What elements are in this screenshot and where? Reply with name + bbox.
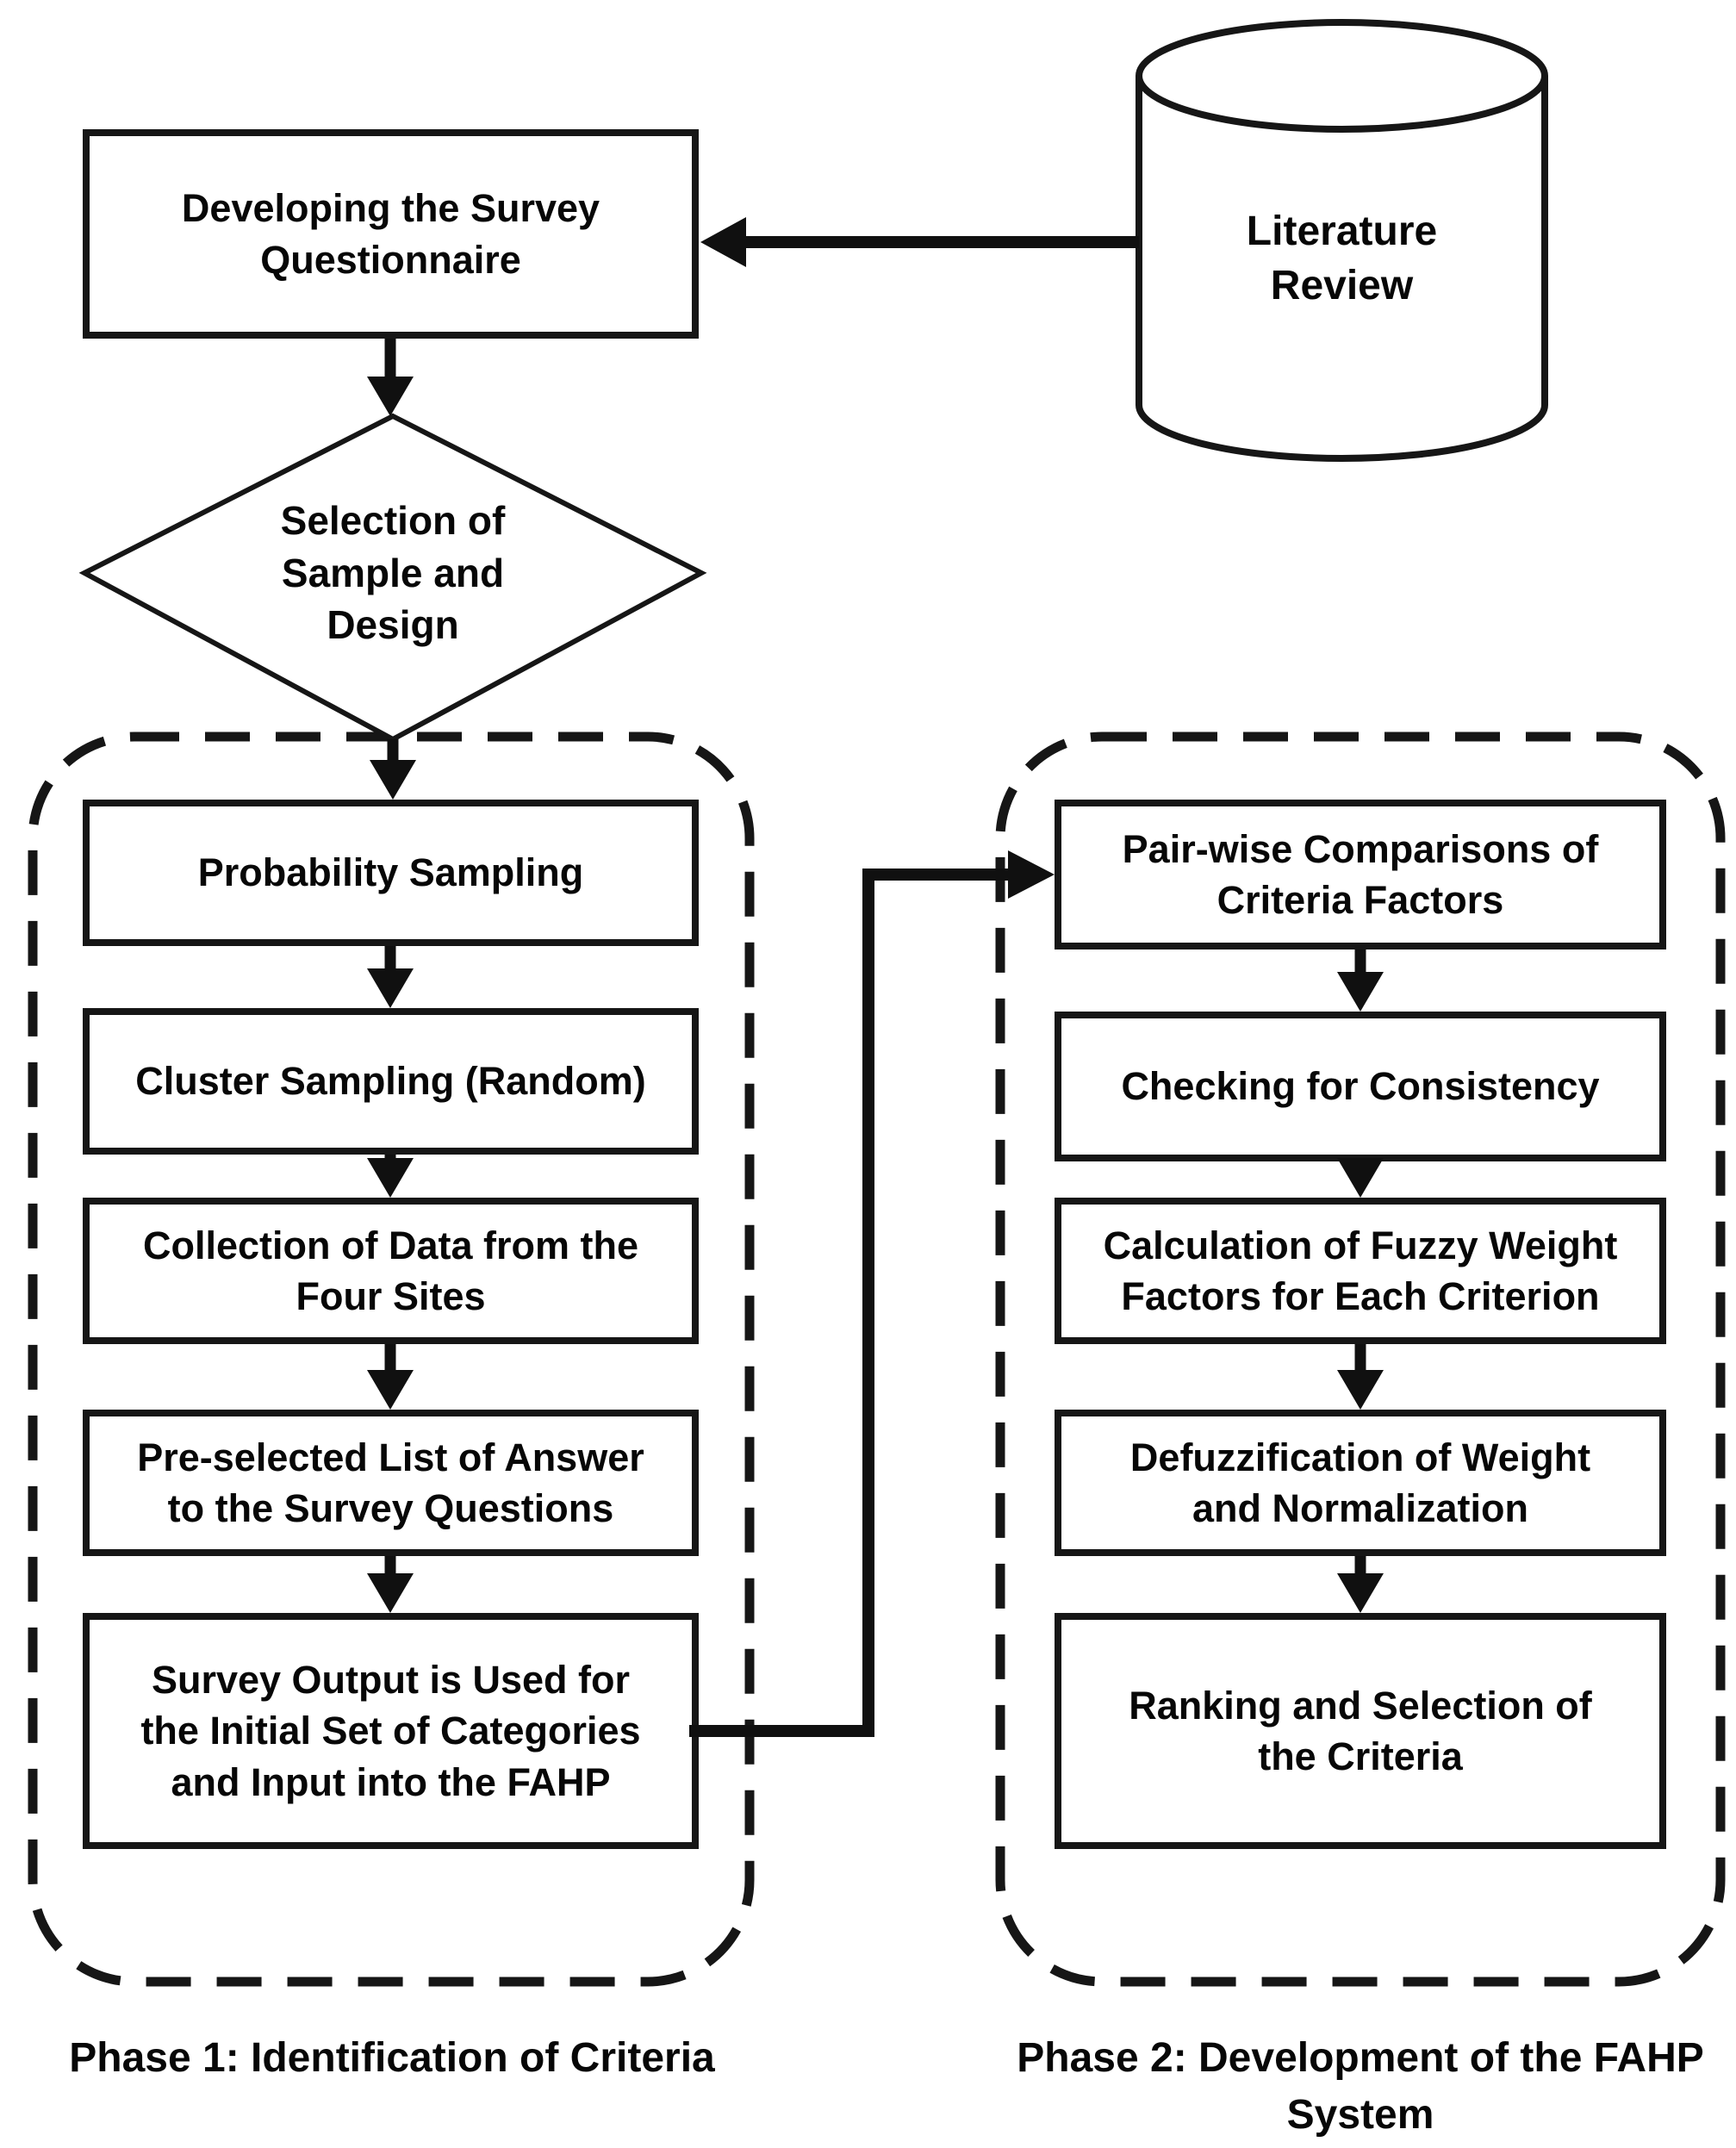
arrow-down-icon: [367, 1155, 414, 1198]
phase1-to-phase2-connector: [689, 850, 1055, 1737]
arrow-down-icon: [1337, 1556, 1384, 1613]
step-label: Pre-selected List of Answer to the Surve…: [137, 1435, 644, 1530]
arrow-down-icon: [1337, 1158, 1384, 1198]
phase2-caption-label: Phase 2: Development of the FAHP System: [1017, 2035, 1704, 2139]
develop-questionnaire-label: Developing the Survey Questionnaire: [181, 186, 600, 282]
selection-diamond-text: Selection of Sample and Design: [246, 435, 539, 711]
phase1-step-probability-sampling: Probability Sampling: [83, 800, 699, 946]
arrow-down-icon: [1337, 1344, 1384, 1410]
step-label: Checking for Consistency: [1121, 1064, 1600, 1109]
arrow-down-icon: [370, 739, 416, 800]
selection-label: Selection of Sample and Design: [280, 497, 506, 648]
arrow-right-icon: [1008, 850, 1055, 899]
phase1-step-cluster-sampling: Cluster Sampling (Random): [83, 1008, 699, 1155]
phase1-step-preselected-answers: Pre-selected List of Answer to the Surve…: [83, 1410, 699, 1556]
phase2-step-defuzzification: Defuzzification of Weight and Normalizat…: [1055, 1410, 1666, 1556]
phase2-step-fuzzy-weight-calculation: Calculation of Fuzzy Weight Factors for …: [1055, 1198, 1666, 1344]
arrow-down-icon: [1337, 949, 1384, 1012]
step-label: Pair-wise Comparisons of Criteria Factor…: [1122, 826, 1599, 922]
step-label: Ranking and Selection of the Criteria: [1129, 1683, 1592, 1778]
develop-questionnaire-box: Developing the Survey Questionnaire: [83, 129, 699, 339]
arrow-down-icon: [367, 1556, 414, 1613]
phase2-step-ranking-selection: Ranking and Selection of the Criteria: [1055, 1613, 1666, 1849]
step-label: Defuzzification of Weight and Normalizat…: [1129, 1435, 1591, 1530]
arrow-down-icon: [367, 339, 414, 416]
step-label: Collection of Data from the Four Sites: [142, 1223, 639, 1318]
phase2-step-consistency-check: Checking for Consistency: [1055, 1012, 1666, 1161]
phase1-caption: Phase 1: Identification of Criteria: [17, 2030, 767, 2148]
arrow-left-icon: [700, 217, 1139, 267]
step-label: Probability Sampling: [197, 850, 584, 895]
phase2-step-pairwise-comparisons: Pair-wise Comparisons of Criteria Factor…: [1055, 800, 1666, 949]
step-label: Survey Output is Used for the Initial Se…: [140, 1657, 641, 1804]
phase1-step-survey-output: Survey Output is Used for the Initial Se…: [83, 1613, 699, 1849]
arrow-down-icon: [367, 1344, 414, 1410]
literature-review-label: Literature Review: [1246, 208, 1438, 308]
phase1-step-data-collection: Collection of Data from the Four Sites: [83, 1198, 699, 1344]
literature-review-cylinder: Literature Review: [1139, 129, 1545, 388]
arrow-down-icon: [367, 946, 414, 1008]
phase2-caption: Phase 2: Development of the FAHP System: [981, 2030, 1736, 2148]
step-label: Calculation of Fuzzy Weight Factors for …: [1103, 1223, 1618, 1318]
step-label: Cluster Sampling (Random): [135, 1059, 646, 1104]
phase1-caption-label: Phase 1: Identification of Criteria: [69, 2035, 715, 2081]
